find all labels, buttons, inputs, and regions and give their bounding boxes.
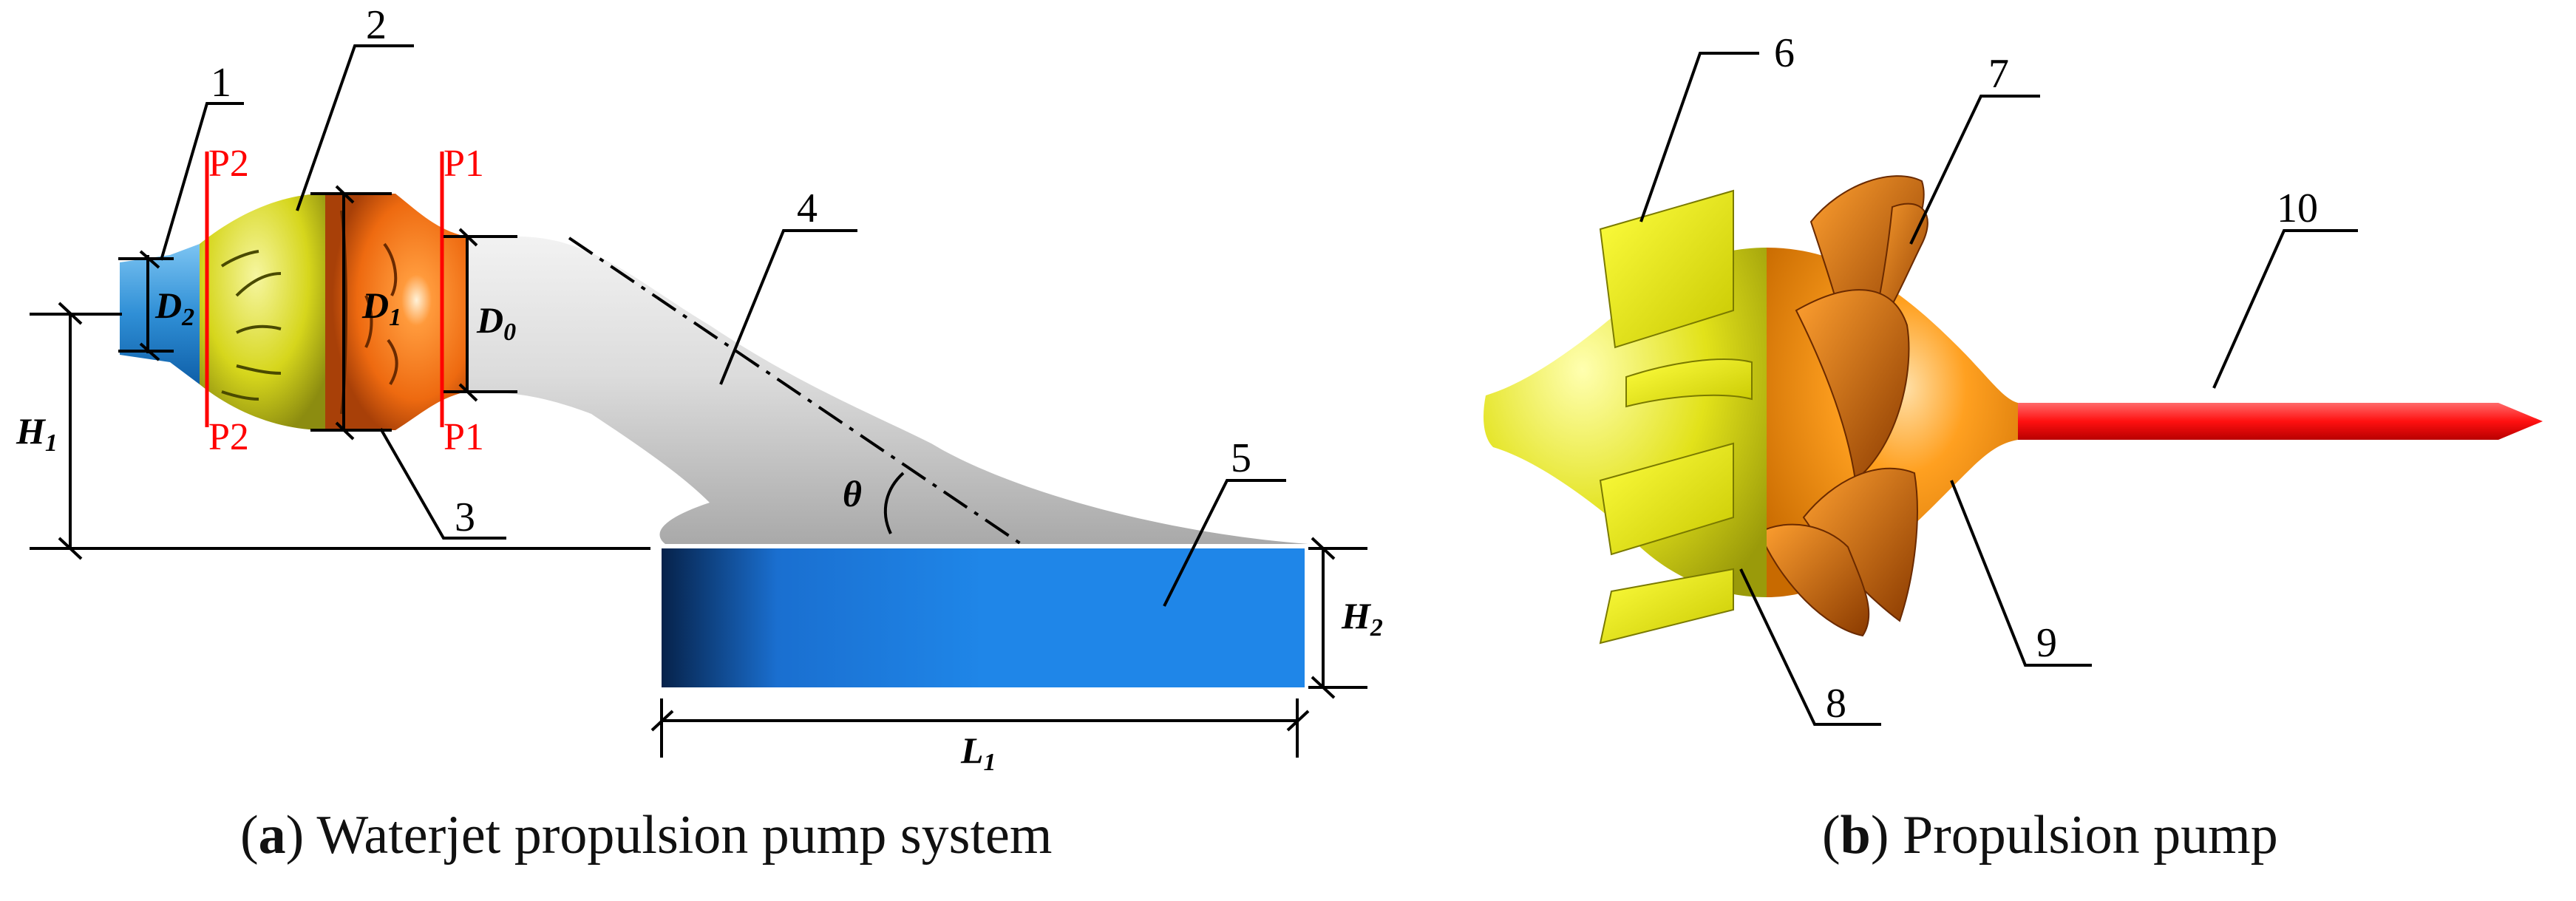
- caption-b-letter: b: [1840, 805, 1871, 866]
- outlet-duct: [451, 237, 1308, 544]
- dim-label-theta: θ: [843, 473, 862, 514]
- section-p1-top: P1: [444, 143, 484, 185]
- part-label-2: 2: [366, 2, 387, 48]
- impeller-casing: [325, 194, 466, 430]
- guide-vane-lines: [220, 250, 282, 401]
- caption-panel-b: (b) Propulsion pump: [1822, 805, 2278, 866]
- dimension-lines: [30, 185, 1367, 758]
- section-lines: [205, 152, 444, 427]
- leader-lines-b: [1639, 52, 2358, 726]
- part-label-8: 8: [1826, 681, 1846, 727]
- dim-label-h2: H2: [1341, 595, 1383, 642]
- caption-panel-a: (a) Waterjet propulsion pump system: [240, 805, 1053, 866]
- guide-vane-hub: [200, 194, 325, 430]
- section-p1-bottom: P1: [444, 416, 484, 458]
- inlet-pipe: [120, 244, 200, 384]
- dim-label-l1: L1: [960, 730, 996, 776]
- panel-a: P2 P2 P1 P1: [16, 2, 1383, 776]
- part-label-9: 9: [2036, 620, 2057, 666]
- dim-label-d1: D1: [361, 285, 401, 331]
- section-p2-top: P2: [208, 143, 249, 185]
- guide-vanes: [1599, 189, 1753, 645]
- part-label-6: 6: [1774, 30, 1795, 76]
- part-label-1: 1: [211, 60, 231, 106]
- dim-label-d2: D2: [154, 285, 194, 331]
- caption-a-text: Waterjet propulsion pump system: [316, 805, 1053, 866]
- dim-label-h1: H1: [16, 410, 58, 457]
- impeller-blades: [1758, 175, 1928, 637]
- drive-shaft: [2018, 403, 2543, 440]
- leader-lines-a: [160, 44, 1286, 607]
- part-label-5: 5: [1231, 435, 1251, 481]
- section-p2-bottom: P2: [208, 416, 249, 458]
- dim-label-d0: D0: [476, 299, 516, 346]
- caption-b-text: Propulsion pump: [1902, 805, 2278, 866]
- part-label-10: 10: [2277, 186, 2318, 231]
- caption-a-letter: a: [258, 805, 286, 866]
- part-label-7: 7: [1988, 51, 2009, 97]
- panel-b: 6 7 8 9 10: [1484, 30, 2543, 727]
- part-label-4: 4: [797, 186, 818, 231]
- water-plenum: [662, 548, 1305, 687]
- part-label-3: 3: [455, 494, 475, 540]
